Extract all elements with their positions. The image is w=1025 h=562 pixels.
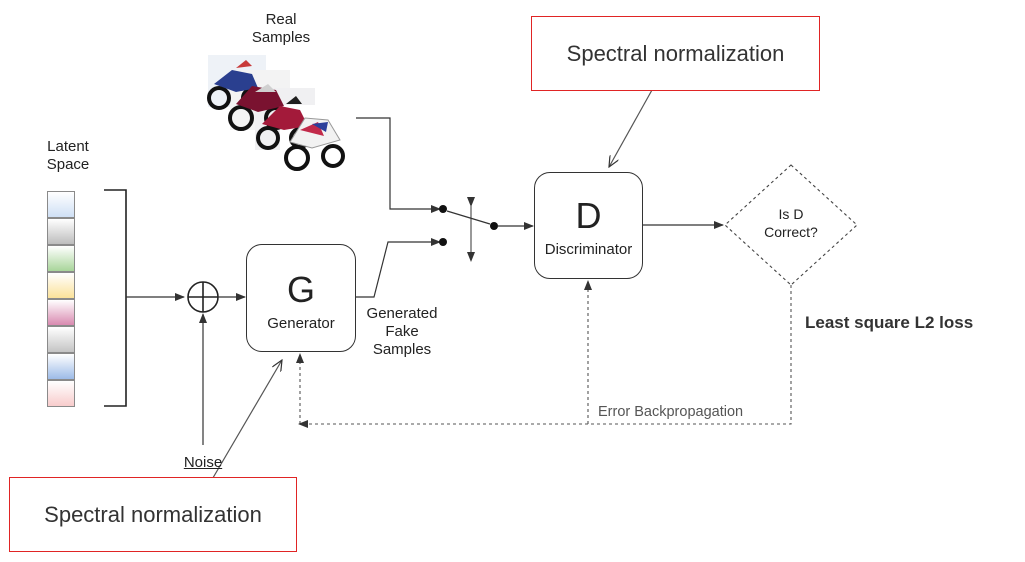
bottom-callout-arrow	[199, 360, 282, 501]
latent-cell	[47, 218, 75, 245]
error-backpropagation-label: Error Backpropagation	[598, 404, 744, 420]
latent-cell	[47, 380, 75, 407]
top-callout-arrow	[609, 89, 653, 167]
top-callout-text: Spectral normalization	[566, 41, 785, 66]
generator-name: Generator	[267, 315, 335, 332]
discriminator-letter: D	[575, 195, 602, 236]
latent-space-label: Latent Space	[46, 138, 90, 173]
real-samples-label: Real Samples	[251, 11, 311, 46]
bottom-spectral-normalization-callout: Spectral normalization	[9, 477, 297, 552]
top-spectral-normalization-callout: Spectral normalization	[531, 16, 820, 91]
switch-pivot	[490, 222, 498, 230]
circled-plus-icon	[187, 281, 219, 313]
generated-samples-path	[356, 238, 441, 298]
latent-cell	[47, 299, 75, 326]
motorcycle-photos	[207, 55, 346, 171]
latent-cell	[47, 245, 75, 272]
decision-diamond	[724, 164, 858, 286]
generator-box: G Generator	[246, 244, 356, 352]
generator-letter: G	[286, 269, 315, 310]
real-samples-path	[356, 117, 441, 213]
error-backprop-path	[302, 285, 792, 425]
latent-cell	[47, 272, 75, 299]
latent-cell	[47, 326, 75, 353]
noise-label: Noise	[183, 454, 223, 471]
generated-fake-samples-label: Generated Fake Samples	[366, 305, 438, 358]
decision-text: Is D Correct?	[764, 206, 818, 240]
bottom-callout-text: Spectral normalization	[44, 502, 262, 527]
switch-terminal-fake	[439, 238, 447, 246]
least-square-loss-label: Least square L2 loss	[805, 313, 974, 332]
discriminator-box: D Discriminator	[534, 172, 643, 279]
latent-cell	[47, 191, 75, 218]
switch-terminal-real	[439, 205, 447, 213]
latent-cell	[47, 353, 75, 380]
discriminator-name: Discriminator	[544, 241, 633, 258]
switch-arm	[446, 210, 491, 225]
latent-bracket	[104, 189, 127, 407]
